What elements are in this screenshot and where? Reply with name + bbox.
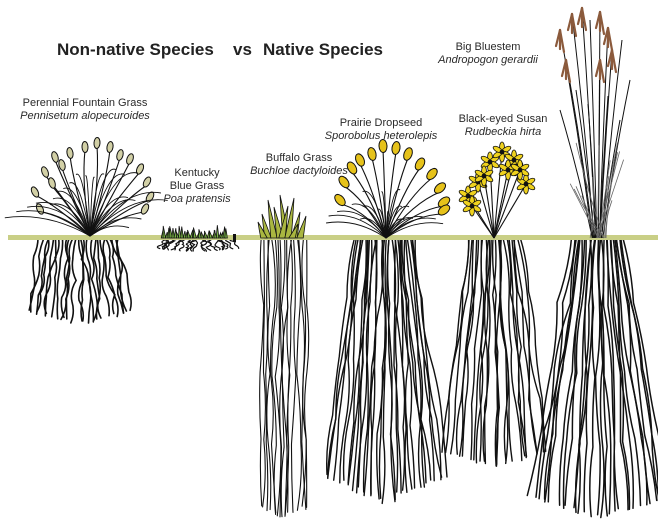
dropseed-seedhead <box>402 147 414 162</box>
dropseed-seedhead <box>413 156 427 171</box>
label-big-bluestem-scientific: Andropogon gerardii <box>418 54 558 67</box>
label-prairie-dropseed: Prairie Dropseed Sporobolus heterolepis <box>314 117 448 143</box>
label-buffalo-grass-scientific: Buchloe dactyloides <box>234 165 364 178</box>
label-fountain-grass: Perennial Fountain Grass Pennisetum alop… <box>4 97 166 123</box>
fountain-grass-roots-strand <box>97 238 101 318</box>
fountain-grass-drawing <box>5 137 168 236</box>
dropseed-stem <box>386 214 444 238</box>
fountain-grass-seedhead <box>125 153 134 165</box>
bluegrass-blade <box>188 230 191 238</box>
black-eyed-susan-stem <box>494 170 508 238</box>
header-native: Native Species <box>263 40 383 60</box>
fountain-grass-seedhead <box>106 141 114 153</box>
black-eyed-susan-roots <box>442 238 546 466</box>
fountain-grass-roots <box>29 238 131 323</box>
label-bluegrass-common-2: Blue Grass <box>152 180 242 193</box>
label-big-bluestem: Big Bluestem Andropogon gerardii <box>418 41 558 67</box>
dropseed-seedhead <box>391 141 401 155</box>
label-buffalo-grass: Buffalo Grass Buchloe dactyloides <box>234 152 364 178</box>
dropseed-roots <box>327 238 447 503</box>
fountain-grass-stem <box>90 185 147 236</box>
big-bluestem-roots <box>527 238 658 518</box>
header-non-native: Non-native Species <box>57 40 214 60</box>
black-eyed-susan-roots-strand <box>457 238 474 454</box>
label-prairie-dropseed-scientific: Sporobolus heterolepis <box>314 130 448 143</box>
black-eyed-susan-center <box>500 150 505 155</box>
buffalo-grass-roots-strand <box>275 238 281 516</box>
label-black-eyed-susan: Black-eyed Susan Rudbeckia hirta <box>446 113 560 139</box>
black-eyed-susan-center <box>512 158 517 163</box>
label-bluegrass-common: Kentucky <box>152 167 242 180</box>
black-eyed-susan-center <box>524 182 529 187</box>
bluegrass-blade <box>216 225 219 238</box>
black-eyed-susan-center <box>506 168 511 173</box>
big-bluestem-leaf <box>606 200 612 238</box>
buffalo-grass-roots <box>260 238 309 517</box>
black-eyed-susan-roots-strand <box>451 238 472 454</box>
fountain-grass-seedhead <box>35 203 45 216</box>
label-black-eyed-susan-scientific: Rudbeckia hirta <box>446 126 560 139</box>
dropseed-seedhead <box>432 181 447 196</box>
black-eyed-susan-drawing <box>458 142 536 238</box>
buffalo-grass-drawing <box>258 195 306 238</box>
fountain-grass-seedhead <box>30 186 40 199</box>
label-big-bluestem-common: Big Bluestem <box>418 41 558 54</box>
fountain-grass-roots-strand <box>71 238 76 323</box>
black-eyed-susan-center <box>482 174 487 179</box>
black-eyed-susan-stem <box>494 170 520 238</box>
black-eyed-susan-center <box>470 204 475 209</box>
big-bluestem-roots-strand <box>539 238 576 499</box>
buffalo-grass-roots-strand <box>263 238 266 507</box>
fountain-grass-seedhead <box>82 141 88 152</box>
black-eyed-susan-center <box>488 160 493 165</box>
fountain-grass-seedhead <box>140 203 150 216</box>
label-prairie-dropseed-common: Prairie Dropseed <box>314 117 448 130</box>
fountain-grass-seedhead <box>40 166 50 178</box>
fountain-grass-seedhead <box>94 137 101 148</box>
ground-line <box>8 235 658 240</box>
fountain-grass-seedhead <box>116 149 125 161</box>
dropseed-leaf <box>329 215 386 238</box>
bluegrass-blade <box>209 231 212 238</box>
bluegrass-blade <box>204 231 207 238</box>
label-black-eyed-susan-common: Black-eyed Susan <box>446 113 560 126</box>
header-vs: vs <box>233 40 252 60</box>
bluegrass-blade <box>193 227 196 238</box>
big-bluestem-drawing <box>556 8 630 238</box>
bluegrass-mark <box>233 234 236 242</box>
bluegrass-blade <box>163 226 166 238</box>
fountain-grass-seedhead <box>135 163 145 176</box>
root-systems <box>29 238 658 518</box>
fountain-grass-seedhead <box>142 176 153 189</box>
bluegrass-blade <box>181 227 184 238</box>
black-eyed-susan-center <box>518 168 523 173</box>
label-buffalo-grass-common: Buffalo Grass <box>234 152 364 165</box>
dropseed-seedhead <box>367 147 378 161</box>
label-bluegrass: Kentucky Blue Grass Poa pratensis <box>152 167 242 206</box>
label-fountain-grass-common: Perennial Fountain Grass <box>4 97 166 110</box>
fountain-grass-stem <box>90 162 130 236</box>
label-fountain-grass-scientific: Pennisetum alopecuroides <box>4 110 166 123</box>
label-bluegrass-scientific: Poa pratensis <box>152 193 242 206</box>
fountain-grass-seedhead <box>66 147 74 159</box>
dropseed-seedhead <box>425 166 440 181</box>
fountain-grass-seedhead <box>50 151 59 163</box>
fountain-grass-seedhead <box>47 177 56 189</box>
